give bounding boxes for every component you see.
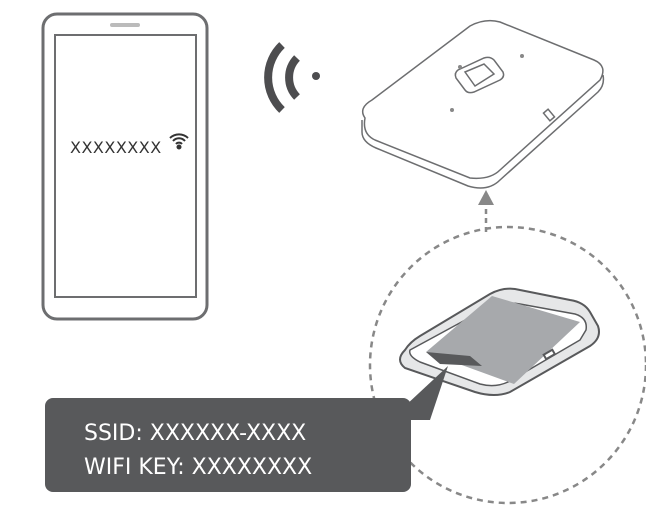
- callout: [45, 366, 448, 492]
- ssid-label: SSID: XXXXXX-XXXX: [84, 421, 307, 446]
- router-back-view: [399, 287, 600, 396]
- phone: [41, 12, 209, 321]
- router-device: [361, 19, 605, 189]
- wifi-icon: [169, 133, 189, 150]
- dashed-arrow: [478, 190, 494, 232]
- zoom-circle: [368, 225, 646, 505]
- phone-network-name: XXXXXXXX: [70, 138, 162, 157]
- wireless-signal-icon: [264, 42, 320, 113]
- wifi-key-label: WIFI KEY: XXXXXXXX: [84, 455, 313, 480]
